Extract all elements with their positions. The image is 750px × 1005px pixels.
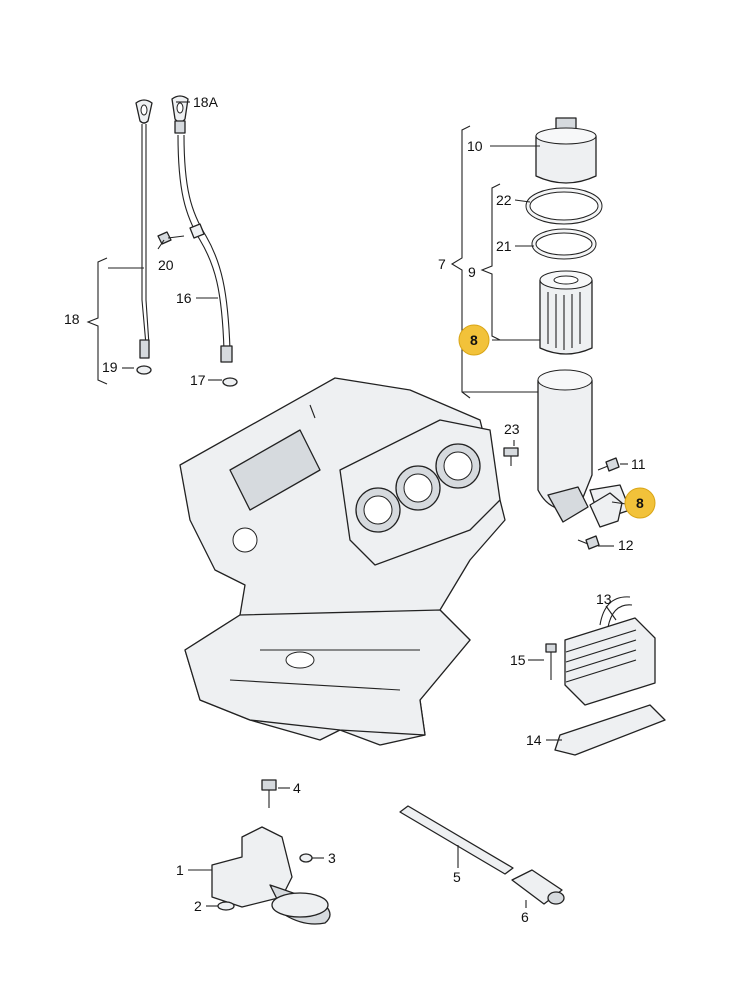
bolt-15: [545, 643, 557, 680]
label-17: 17: [190, 372, 206, 388]
dipstick-part: [135, 99, 153, 359]
o-ring-21: [531, 228, 597, 260]
label-18A: 18A: [193, 94, 219, 110]
label-18: 18: [64, 311, 80, 327]
bolt-11: [597, 457, 620, 472]
bolt-23: [503, 447, 519, 466]
leader-lines: [86, 101, 628, 908]
bolt-12: [577, 535, 600, 550]
engine-block-part: [179, 377, 506, 746]
label-20: 20: [158, 257, 174, 273]
label-4: 4: [293, 780, 301, 796]
label-9: 9: [468, 264, 476, 280]
label-6: 6: [521, 909, 529, 925]
filter-cap-10: [535, 117, 597, 184]
label-23: 23: [504, 421, 520, 437]
label-21: 21: [496, 238, 512, 254]
label-2: 2: [194, 898, 202, 914]
label-1: 1: [176, 862, 184, 878]
label-22: 22: [496, 192, 512, 208]
label-8-right: 8: [636, 495, 644, 511]
o-ring-3: [299, 853, 313, 863]
seal-ring-19: [136, 365, 152, 375]
highlight-marker-8-left: [458, 324, 490, 356]
label-13: 13: [596, 591, 612, 607]
oil-cooler-13: [564, 596, 656, 706]
label-16: 16: [176, 290, 192, 306]
label-10: 10: [467, 138, 483, 154]
seal-ring-17: [222, 377, 238, 387]
bolt-4: [261, 779, 277, 808]
gasket-14: [554, 704, 666, 756]
label-7: 7: [438, 256, 446, 272]
label-11: 11: [631, 456, 646, 472]
coupling-6: [511, 869, 565, 905]
label-3: 3: [328, 850, 336, 866]
label-14: 14: [526, 732, 542, 748]
seal-ring-2: [217, 901, 235, 911]
gasket-8: [589, 492, 623, 528]
label-12: 12: [618, 537, 634, 553]
drive-shaft-5: [399, 805, 514, 875]
label-19: 19: [102, 359, 118, 375]
label-8-left: 8: [470, 332, 478, 348]
o-ring-22: [525, 187, 603, 225]
label-15: 15: [510, 652, 526, 668]
guide-tube-part: [171, 95, 233, 363]
label-5: 5: [453, 869, 461, 885]
bolt-20: [157, 231, 185, 245]
highlight-marker-8-right: [624, 487, 656, 519]
oil-pump-1: [211, 826, 331, 925]
filter-element-8: [539, 270, 593, 355]
